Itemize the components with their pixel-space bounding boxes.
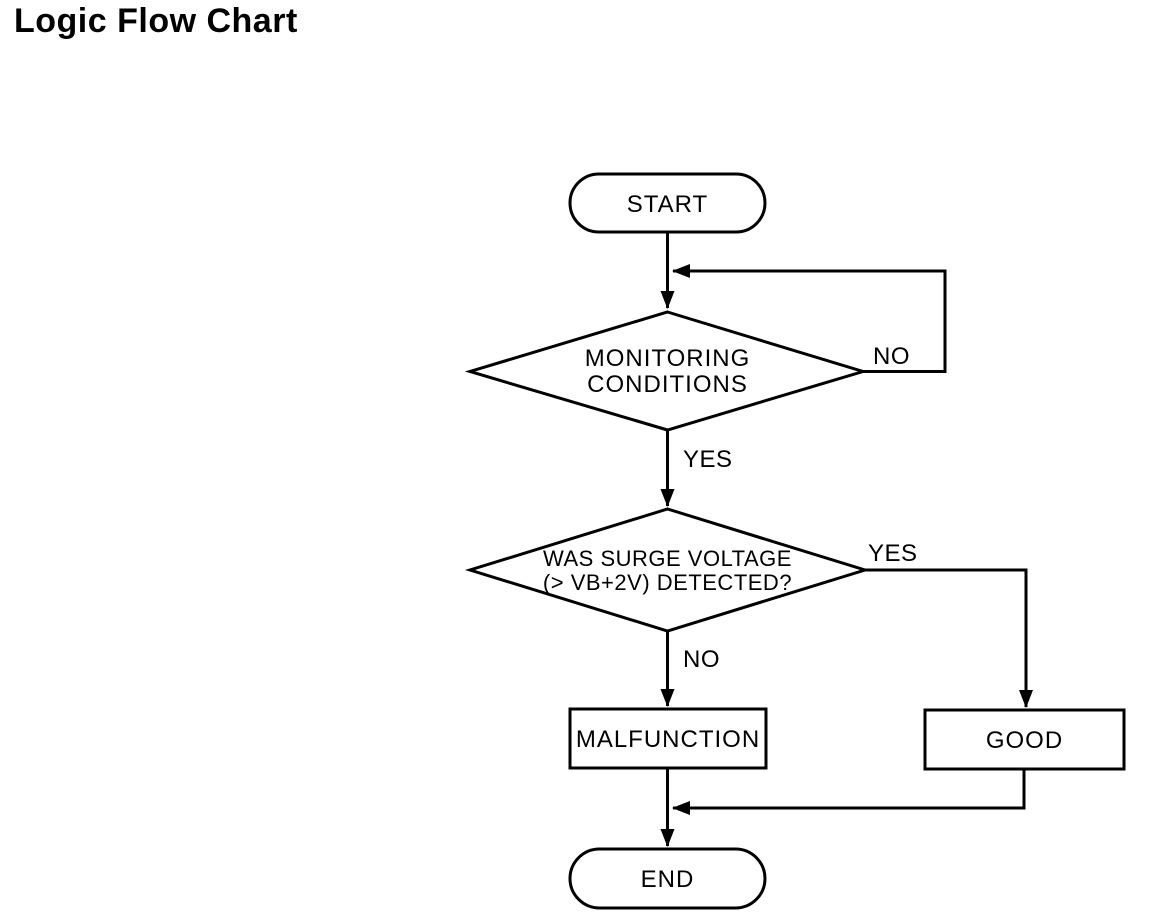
edge-monitoring-no-loop bbox=[672, 264, 947, 373]
node-good: GOOD bbox=[923, 708, 1126, 771]
node-end-shape bbox=[568, 847, 767, 910]
node-start: START bbox=[568, 172, 767, 234]
node-start-shape bbox=[568, 172, 767, 234]
node-monitoring-shape bbox=[464, 310, 869, 432]
node-malfunction-label: MALFUNCTION bbox=[576, 726, 760, 753]
nodes: START MONITORING CONDITIONS WAS SURGE VO… bbox=[464, 172, 1126, 910]
page-title: Logic Flow Chart bbox=[14, 2, 298, 40]
node-end: END bbox=[568, 847, 767, 910]
node-monitoring-conditions: MONITORING CONDITIONS bbox=[464, 310, 869, 432]
node-malfunction: MALFUNCTION bbox=[568, 707, 768, 770]
node-end-label: END bbox=[641, 866, 695, 893]
edge-label-yes-surge: YES bbox=[868, 540, 918, 567]
edge-surge-yes-to-good bbox=[865, 568, 1033, 708]
node-monitoring-label-line1: MONITORING bbox=[585, 345, 751, 372]
node-good-shape bbox=[923, 708, 1126, 771]
node-surge-label-line2: (> VB+2V) DETECTED? bbox=[543, 570, 792, 595]
edges bbox=[660, 232, 1033, 847]
node-malfunction-shape bbox=[568, 707, 768, 770]
edge-label-no-loop: NO bbox=[873, 343, 910, 370]
node-good-label: GOOD bbox=[986, 727, 1063, 754]
node-surge-shape bbox=[464, 507, 871, 633]
node-surge-voltage: WAS SURGE VOLTAGE (> VB+2V) DETECTED? bbox=[464, 507, 871, 633]
node-monitoring-label-line2: CONDITIONS bbox=[587, 371, 748, 398]
node-surge-label-line1: WAS SURGE VOLTAGE bbox=[543, 546, 792, 571]
edge-label-no-surge: NO bbox=[683, 646, 720, 673]
edge-label-yes-monitoring: YES bbox=[683, 446, 733, 473]
edge-labels: NO YES YES NO bbox=[683, 343, 918, 673]
edge-good-to-end-merge bbox=[672, 769, 1026, 815]
node-start-label: START bbox=[627, 191, 708, 218]
